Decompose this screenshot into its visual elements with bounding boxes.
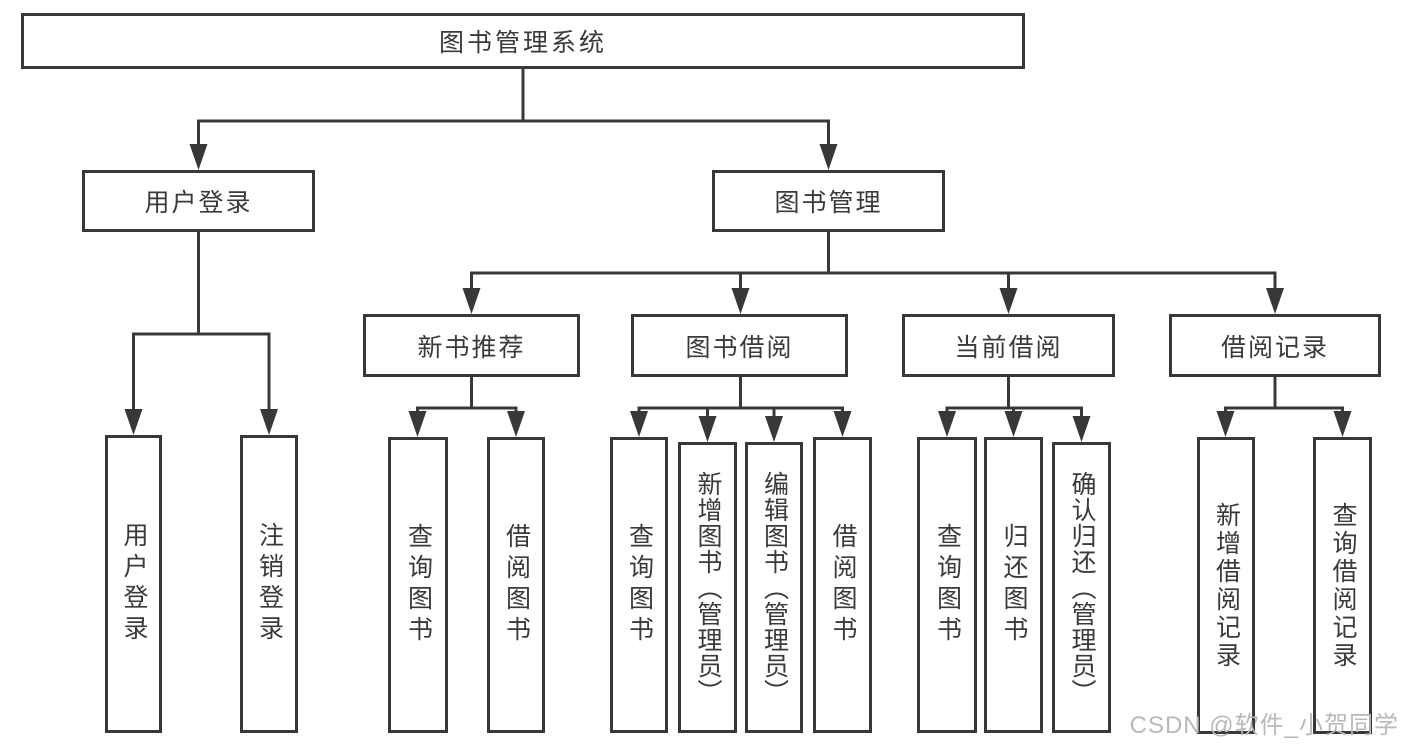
node-book-management: 图书管理 — [712, 170, 945, 232]
leaf-query-books-current: 查询图书 — [917, 437, 977, 733]
node-borrowing-records: 借阅记录 — [1169, 314, 1381, 377]
leaf-query-books-borrow: 查询图书 — [610, 437, 668, 733]
leaf-edit-books-admin: 编辑图书（管理员） — [745, 442, 803, 733]
leaf-user-login: 用户登录 — [105, 435, 162, 733]
leaf-add-borrow-record: 新增借阅记录 — [1197, 437, 1255, 734]
node-library-management-system: 图书管理系统 — [21, 13, 1025, 69]
leaf-borrow-books-recommend: 借阅图书 — [487, 437, 545, 733]
leaf-borrow-books: 借阅图书 — [813, 437, 872, 733]
leaf-logout: 注销登录 — [240, 435, 298, 733]
node-book-borrowing: 图书借阅 — [631, 314, 848, 377]
leaf-add-books-admin: 新增图书（管理员） — [678, 442, 737, 733]
leaf-query-borrow-record: 查询借阅记录 — [1313, 437, 1372, 734]
csdn-watermark: CSDN @软件_小贺同学 — [1129, 712, 1399, 739]
node-new-book-recommendation: 新书推荐 — [363, 314, 580, 377]
leaf-return-books: 归还图书 — [984, 437, 1043, 733]
node-current-borrowing: 当前借阅 — [902, 314, 1115, 377]
leaf-query-books-recommend: 查询图书 — [388, 437, 448, 733]
leaf-confirm-return-admin: 确认归还（管理员） — [1052, 442, 1111, 733]
node-user-login: 用户登录 — [82, 170, 315, 232]
